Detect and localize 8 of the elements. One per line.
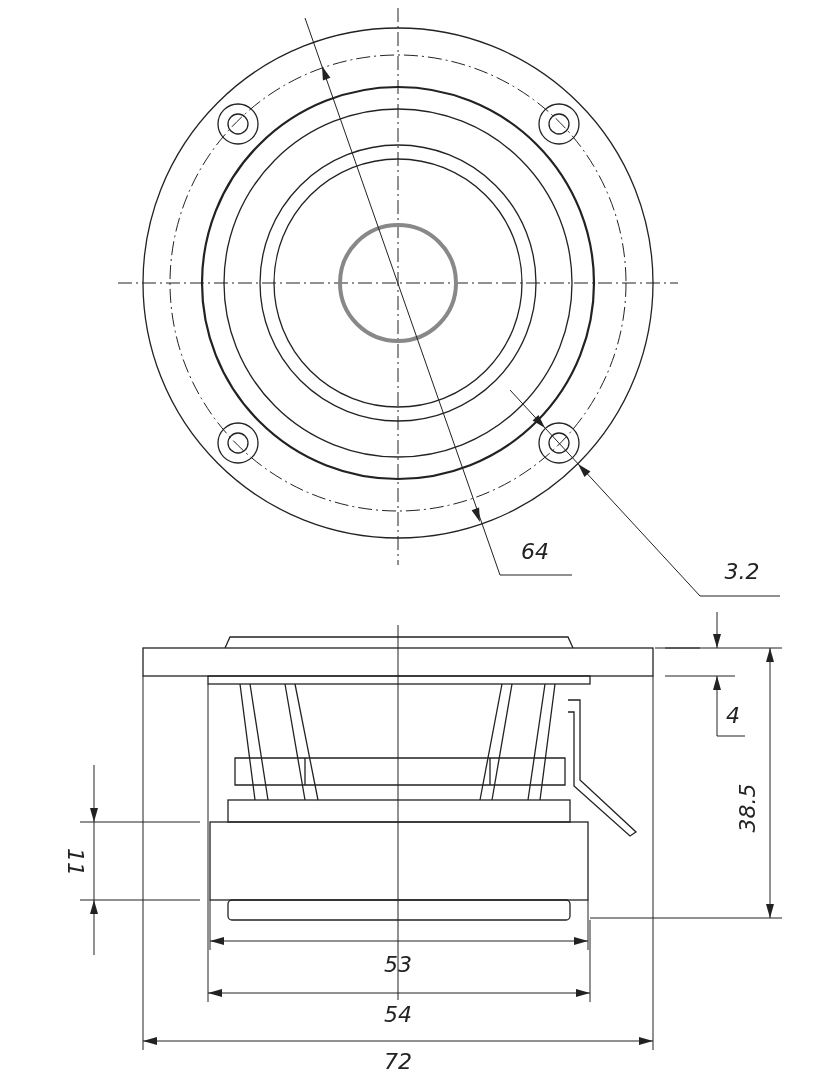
dimension-label: 53 — [384, 954, 412, 976]
dimension-label: 54 — [384, 1004, 412, 1026]
dimension-label: 4 — [726, 705, 740, 727]
dimension-label: 38.5 — [737, 783, 759, 833]
dimension-label: 72 — [384, 1051, 412, 1073]
dimension-label: 3.2 — [724, 561, 760, 583]
dimension-label: 11 — [64, 848, 86, 876]
dimension-label: 64 — [521, 541, 549, 563]
